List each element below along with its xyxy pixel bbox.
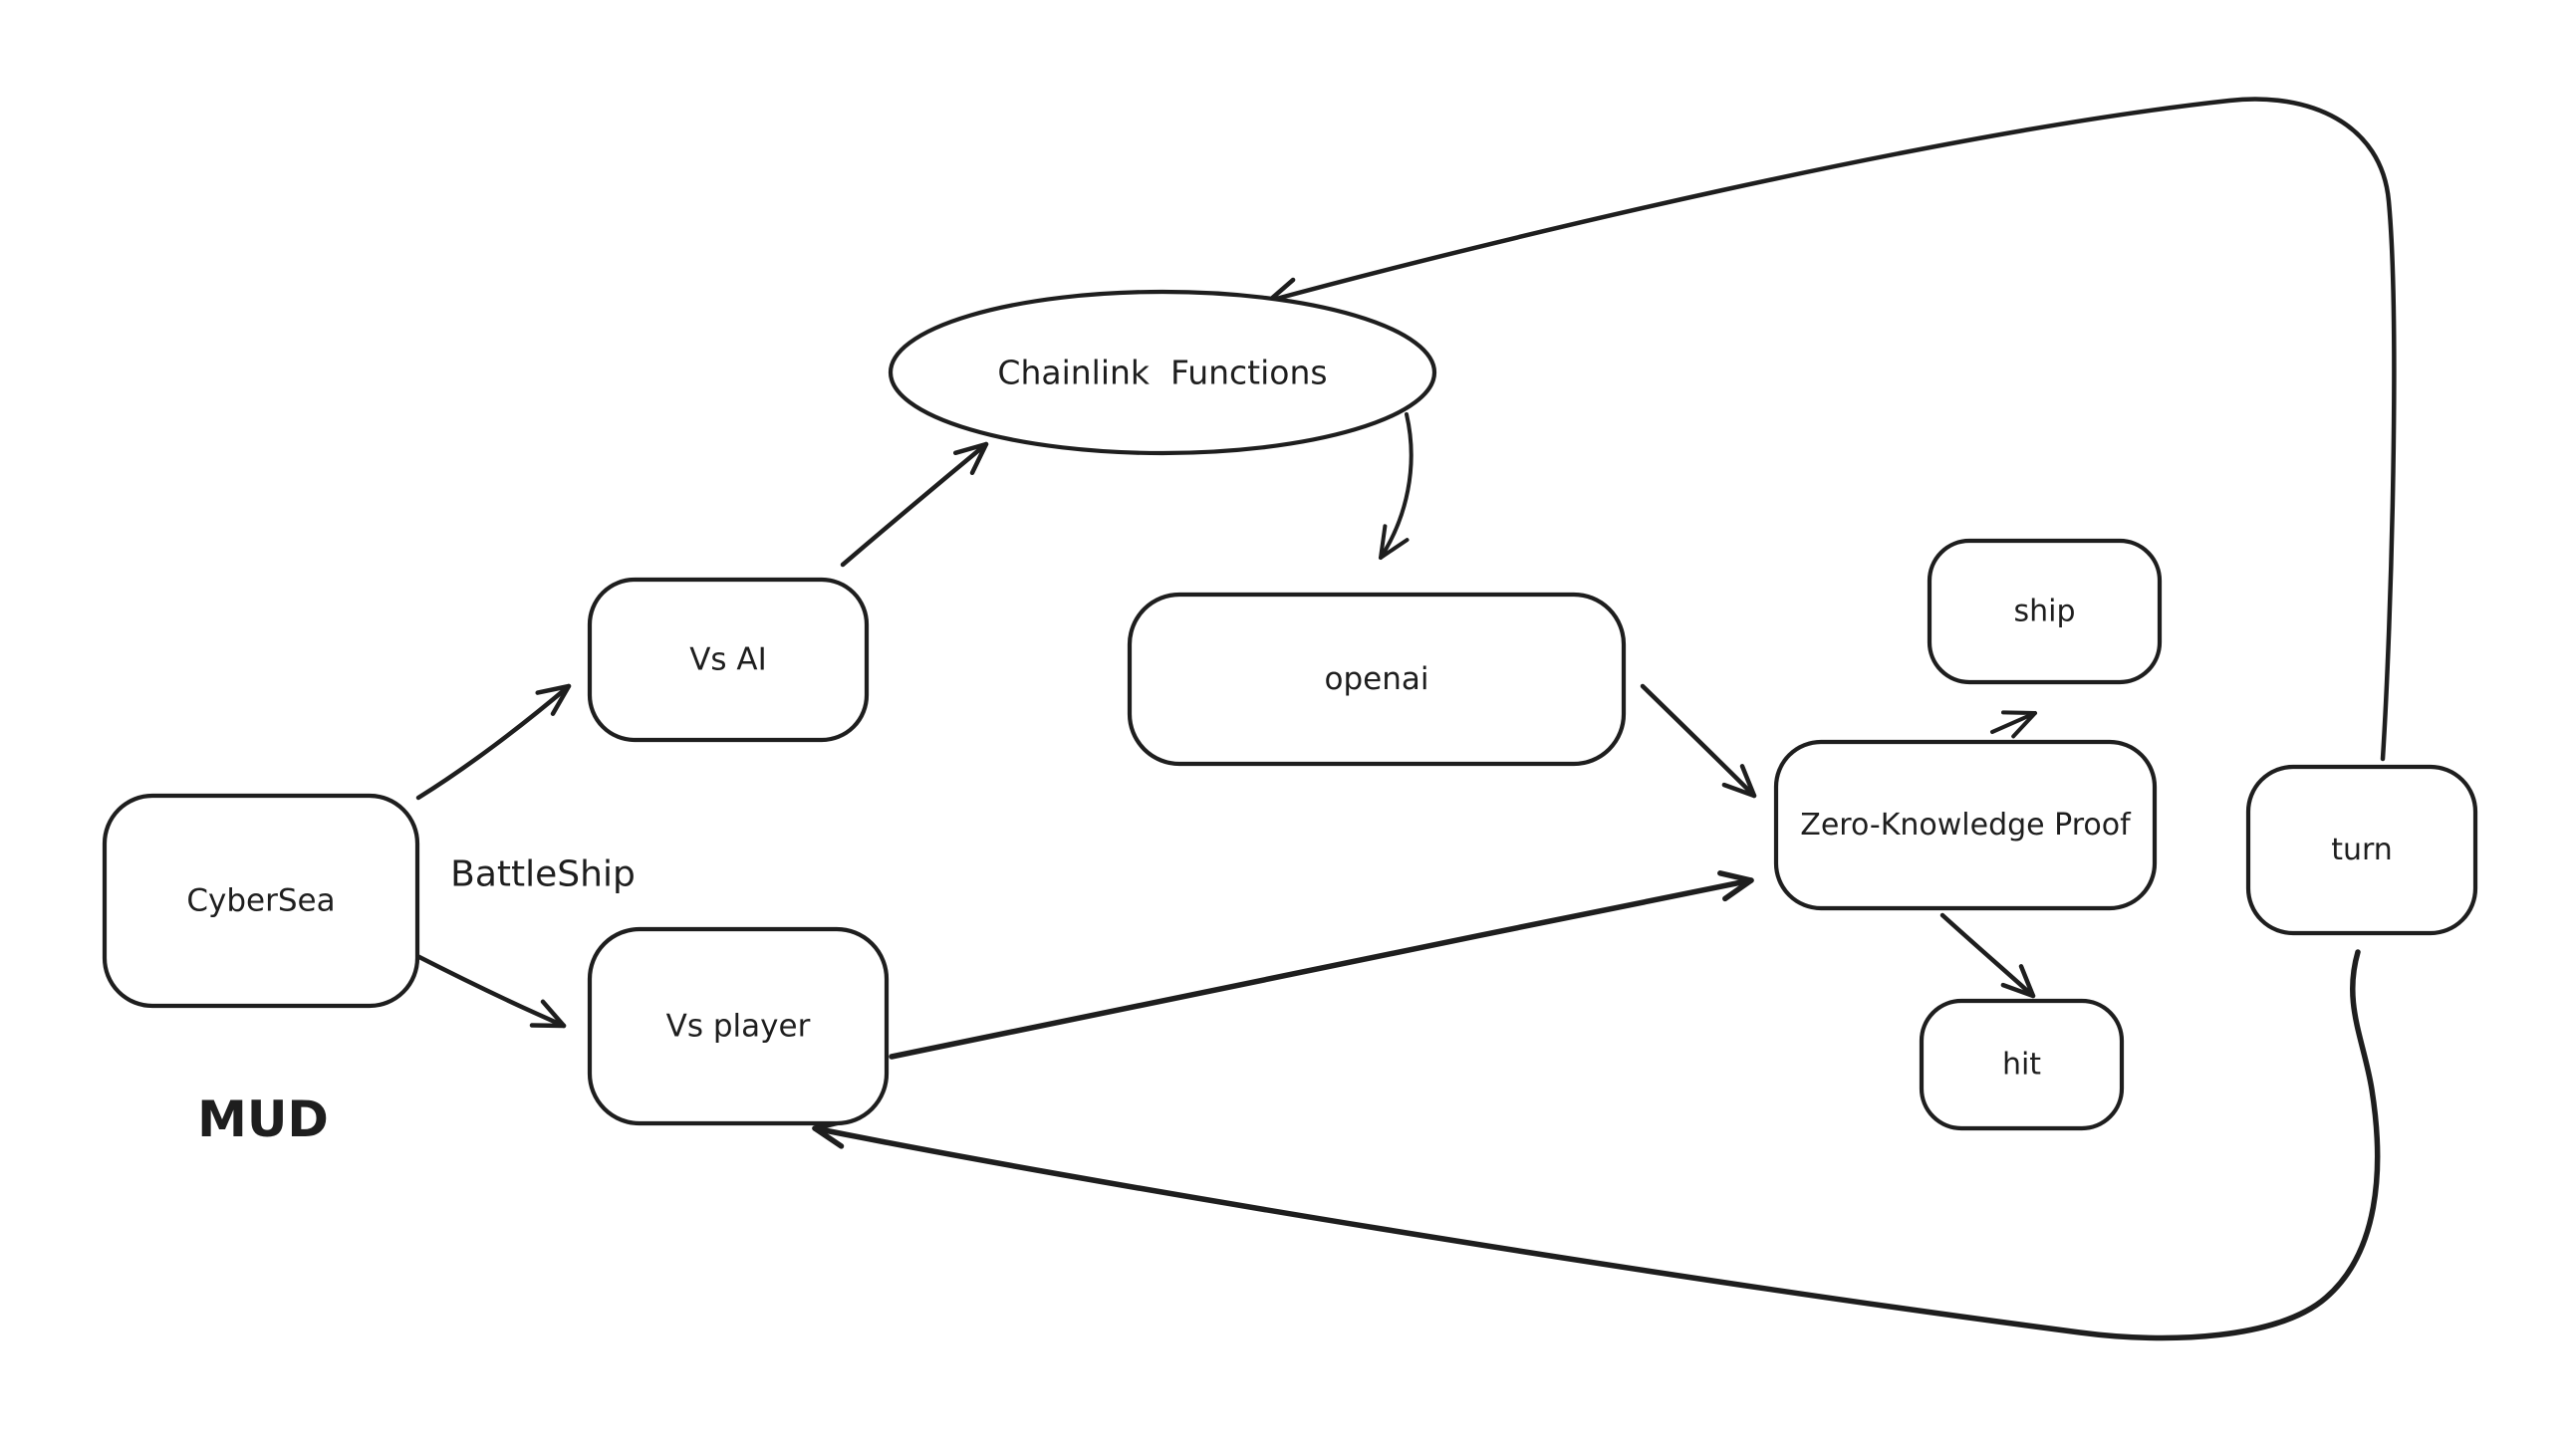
node-shape-cybersea xyxy=(102,793,420,1009)
node-ship[interactable]: ship xyxy=(1927,538,2163,685)
node-openai[interactable]: openai xyxy=(1127,592,1627,767)
node-label-zero-knowledge-proof: Zero-Knowledge Proof xyxy=(1800,808,2132,843)
node-chainlink-functions[interactable]: Chainlink Functions xyxy=(888,289,1437,456)
edge-vs-ai-to-chainlink[interactable] xyxy=(840,441,989,568)
arrowhead-icon xyxy=(529,999,567,1029)
node-cybersea[interactable]: CyberSea xyxy=(102,793,420,1009)
edge-line-chainlink-to-openai xyxy=(1379,412,1414,560)
edge-line-turn-to-vs-player xyxy=(812,949,2381,1341)
edge-zkp-to-ship[interactable] xyxy=(1990,710,2037,739)
arrowhead-icon xyxy=(1721,764,1757,799)
arrowhead-icon xyxy=(2000,964,2036,999)
edge-vs-player-to-zkp[interactable] xyxy=(889,870,1754,1060)
node-turn[interactable]: turn xyxy=(2245,764,2478,936)
node-label-ship: ship xyxy=(2013,595,2075,629)
arrowhead-icon xyxy=(1717,870,1754,902)
edge-openai-to-zkp[interactable] xyxy=(1640,683,1757,799)
arrowhead-icon xyxy=(952,441,989,476)
mud-label[interactable]: MUD xyxy=(197,1090,329,1148)
edge-line-openai-to-zkp xyxy=(1640,683,1757,799)
node-shape-ship xyxy=(1927,538,2163,685)
node-vs-ai[interactable]: Vs AI xyxy=(587,577,870,743)
battleship-label[interactable]: BattleShip xyxy=(450,854,636,895)
arrowhead-icon xyxy=(2001,710,2037,739)
node-label-chainlink-functions: Chainlink Functions xyxy=(997,354,1327,392)
node-shape-vs-player xyxy=(587,926,890,1126)
edge-turn-to-vs-player[interactable] xyxy=(812,949,2381,1341)
edge-line-zkp-to-hit xyxy=(1939,912,2036,999)
node-shape-chainlink-functions xyxy=(888,289,1437,456)
edge-line-cybersea-to-vs-player xyxy=(414,953,567,1029)
node-shape-vs-ai xyxy=(587,577,870,743)
edge-line-vs-player-to-zkp xyxy=(889,877,1754,1060)
edge-zkp-to-hit[interactable] xyxy=(1939,912,2036,999)
arrowhead-icon xyxy=(1379,524,1410,560)
node-shape-openai xyxy=(1127,592,1627,767)
node-shape-hit xyxy=(1919,998,2125,1131)
edge-line-turn-to-chainlink xyxy=(1266,97,2397,762)
edge-line-cybersea-to-vs-ai xyxy=(415,683,572,801)
node-label-hit: hit xyxy=(2002,1048,2041,1083)
node-hit[interactable]: hit xyxy=(1919,998,2125,1131)
node-shape-turn xyxy=(2245,764,2478,936)
node-vs-player[interactable]: Vs player xyxy=(587,926,890,1126)
edge-cybersea-to-vs-ai[interactable] xyxy=(415,683,572,801)
node-label-openai: openai xyxy=(1325,661,1429,697)
node-label-vs-ai: Vs AI xyxy=(689,642,767,678)
edge-chainlink-to-openai[interactable] xyxy=(1379,412,1414,560)
edge-line-vs-ai-to-chainlink xyxy=(840,441,989,568)
arrowhead-icon xyxy=(535,683,572,716)
edge-line-zkp-to-ship xyxy=(1990,711,2037,734)
node-shape-zero-knowledge-proof xyxy=(1773,739,2158,911)
node-zero-knowledge-proof[interactable]: Zero-Knowledge Proof xyxy=(1773,739,2158,911)
node-label-vs-player: Vs player xyxy=(666,1009,811,1045)
node-label-turn: turn xyxy=(2331,833,2393,867)
node-label-cybersea: CyberSea xyxy=(186,883,335,919)
edge-cybersea-to-vs-player[interactable] xyxy=(414,953,567,1029)
